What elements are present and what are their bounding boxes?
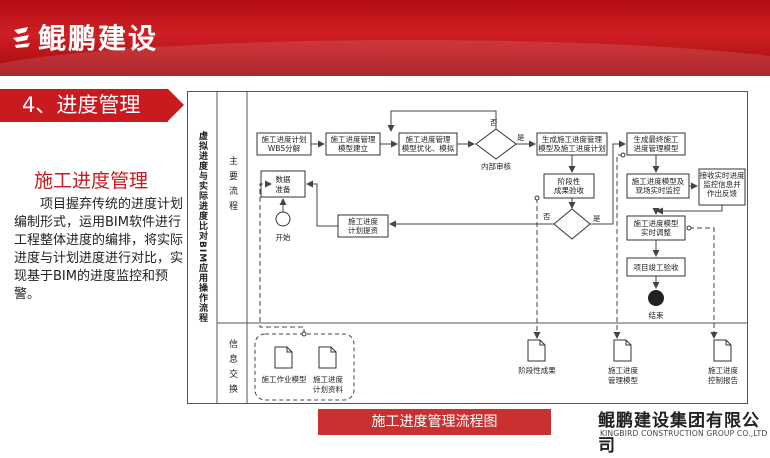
diagram-frame xyxy=(187,91,748,404)
process-adjust: 施工进度模型实时调整 xyxy=(626,215,686,241)
label-internal-review: 内部审核 xyxy=(481,161,511,171)
doc-progress-model: 施工进度管理模型 xyxy=(608,365,638,385)
header-banner: 鲲鹏建设 xyxy=(0,0,770,76)
diagram-caption: 施工进度管理流程图 xyxy=(318,409,551,435)
doc-work-model: 施工作业模型 xyxy=(262,374,307,384)
doc-icon xyxy=(713,339,732,362)
subsection-heading: 施工进度管理 xyxy=(34,170,149,192)
label-no-1: 否 xyxy=(490,118,498,127)
doc-stage-result: 阶段性成果 xyxy=(518,365,556,375)
decision-stage xyxy=(553,208,591,240)
svg-text:施工进度模型及现场实时监控: 施工进度模型及现场实时监控 xyxy=(632,176,685,195)
company-name-cn: 鲲鹏建设集团有限公司 xyxy=(598,411,760,456)
svg-text:阶段性成果验收: 阶段性成果验收 xyxy=(554,176,584,195)
svg-text:生成施工进度管理模型及施工进度计划: 生成施工进度管理模型及施工进度计划 xyxy=(538,134,606,153)
doc-control-report: 施工进度控制报告 xyxy=(708,365,738,385)
end-node xyxy=(648,290,664,306)
doc-icon xyxy=(274,346,293,369)
brand-name: 鲲鹏建设 xyxy=(38,22,159,55)
process-stage-accept: 阶段性成果验收 xyxy=(543,173,595,199)
label-yes-1: 是 xyxy=(517,133,525,142)
process-feedback: 接收实时进度监控信息并作出反馈 xyxy=(698,168,746,206)
process-model-opt: 施工进度管理模型优化、模拟 xyxy=(398,132,458,156)
company-name-en: KINGBIRD CONSTRUCTION GROUP CO.,LTD xyxy=(600,429,768,438)
lane-label-main: 主要流程 xyxy=(227,155,238,216)
diagram-title: 虚拟进度与实际进度比对BIM应用操作流程 xyxy=(197,130,209,323)
label-yes-2: 是 xyxy=(593,214,601,223)
lane-label-info: 信息交换 xyxy=(227,338,238,399)
section-title: 4、进度管理 xyxy=(0,89,168,122)
process-final-model: 生成最终施工进度管理模型 xyxy=(626,132,686,156)
process-plan-submit: 施工进度计划提资 xyxy=(337,214,389,238)
svg-text:接收实时进度监控信息并作出反馈: 接收实时进度监控信息并作出反馈 xyxy=(700,170,745,198)
svg-text:施工进度管理模型优化、模拟: 施工进度管理模型优化、模拟 xyxy=(402,134,455,153)
process-generate: 生成施工进度管理模型及施工进度计划 xyxy=(536,132,608,156)
svg-text:施工进度管理模型建立: 施工进度管理模型建立 xyxy=(331,134,376,153)
process-monitor: 施工进度模型及现场实时监控 xyxy=(626,173,690,199)
svg-text:项目竣工验收: 项目竣工验收 xyxy=(634,262,679,272)
section-title-arrow xyxy=(168,89,184,121)
svg-text:施工进度计划提资: 施工进度计划提资 xyxy=(348,216,378,235)
doc-schedule-data: 施工进度计划资料 xyxy=(313,374,343,394)
svg-text:施工进度模型实时调整: 施工进度模型实时调整 xyxy=(634,218,679,237)
decision-internal-review xyxy=(475,128,517,160)
doc-icon xyxy=(527,339,546,362)
logo-icon xyxy=(13,27,30,48)
process-completion: 项目竣工验收 xyxy=(626,257,686,277)
doc-icon xyxy=(613,339,632,362)
label-start: 开始 xyxy=(276,232,291,242)
process-model-build: 施工进度管理模型建立 xyxy=(325,132,381,156)
doc-icon xyxy=(318,346,337,369)
label-no-2: 否 xyxy=(543,212,551,221)
svg-text:数据准备: 数据准备 xyxy=(276,174,291,194)
svg-text:生成最终施工进度管理模型: 生成最终施工进度管理模型 xyxy=(634,134,679,153)
label-end: 结束 xyxy=(649,310,664,320)
start-node xyxy=(275,211,291,227)
description-text: 项目握弃传统的进度计划编制形式，运用BIM软件进行工程整体进度的编排，将实际进度… xyxy=(14,197,184,302)
